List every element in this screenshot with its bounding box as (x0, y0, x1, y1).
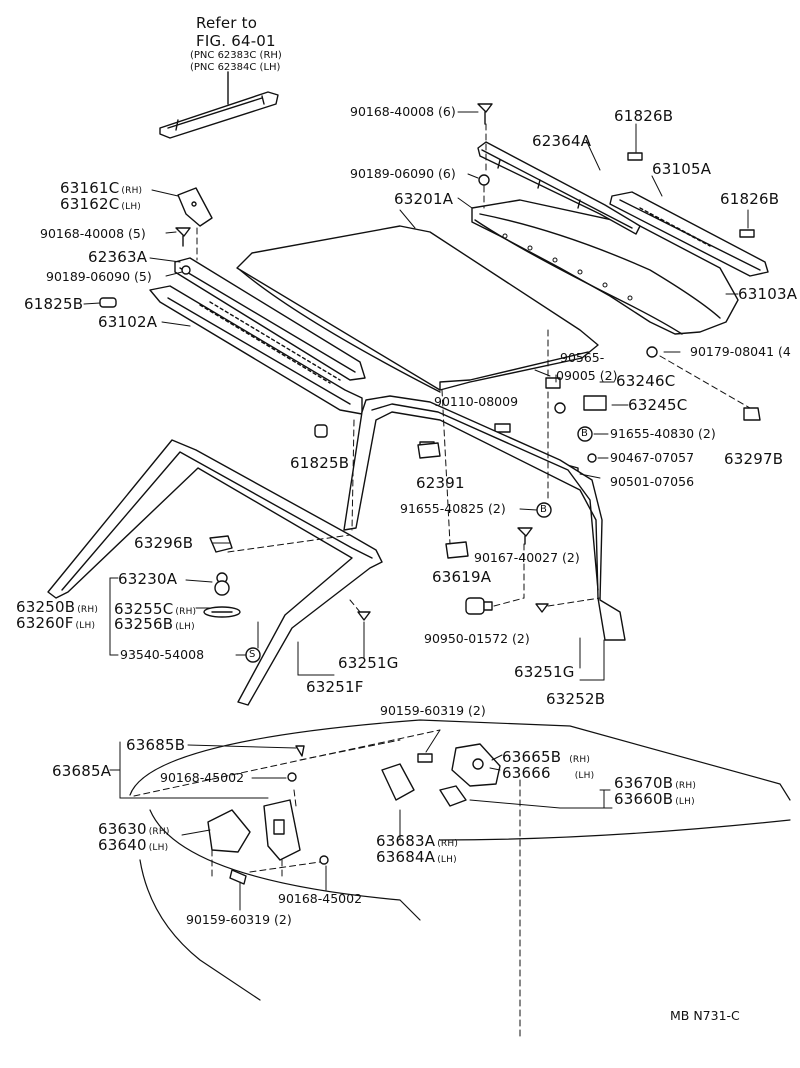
label-90168-40008-6: 90168-40008 (6) (350, 104, 456, 119)
refer-line-4: (PNC 62384C (LH) (190, 62, 281, 73)
label-63670B: 63670B(RH) (614, 774, 697, 792)
label-63246C: 63246C (616, 372, 676, 390)
label-61826B-a: 61826B (614, 107, 674, 125)
label-90565-line2: 09005 (2) (556, 368, 618, 383)
tag-lh: (LH) (574, 771, 595, 781)
label-90189-06090-6: 90189-06090 (6) (350, 166, 456, 181)
label-63666: 63666(LH) (502, 764, 595, 782)
label-62364A: 62364A (532, 132, 592, 150)
refer-line-3: (PNC 62383C (RH) (190, 50, 282, 61)
diagram-code: MB N731-C (670, 1008, 740, 1023)
tag-rh: (RH) (675, 781, 697, 791)
label-91655-40825: 91655-40825 (2) (400, 501, 506, 516)
label-63260F: 63260F(LH) (16, 614, 96, 632)
label-63102A: 63102A (98, 313, 158, 331)
label-62363A: 62363A (88, 248, 148, 266)
refer-line-2: FIG. 64-01 (196, 32, 276, 50)
pad-63619A (445, 541, 469, 559)
label-90565-line1: 90565- (560, 350, 605, 365)
label-63250B: 63250B(RH) (16, 598, 99, 616)
label-90159-60319-a: 90159-60319 (2) (380, 703, 486, 718)
tag-rh: (RH) (121, 186, 143, 196)
label-63251G-a: 63251G (338, 654, 399, 672)
tag-rh: (RH) (437, 839, 459, 849)
label-61825B-b: 61825B (290, 454, 350, 472)
label-90159-60319-b: 90159-60319 (2) (186, 912, 292, 927)
label-63245C: 63245C (628, 396, 688, 414)
label-63630: 63630(RH) (98, 820, 170, 838)
label-90110-08009: 90110-08009 (434, 394, 519, 409)
tag-lh: (LH) (75, 621, 96, 631)
front-rail-62363A (149, 257, 366, 415)
label-63640: 63640(LH) (98, 836, 169, 854)
label-91655-40830: 91655-40830 (2) (610, 426, 716, 441)
label-63252B: 63252B (546, 690, 606, 708)
label-63296B: 63296B (134, 534, 194, 552)
label-90168-40008-5: 90168-40008 (5) (40, 226, 146, 241)
tag-lh: (LH) (437, 855, 457, 865)
label-63297B: 63297B (724, 450, 784, 468)
roof-panel-63201A (236, 225, 599, 393)
label-63230A: 63230A (118, 570, 178, 588)
label-63201A: 63201A (394, 190, 454, 208)
side-rail-right-63252B (343, 395, 626, 641)
pad-61826B-b (739, 229, 755, 238)
label-63665B: 63665B(RH) (502, 748, 591, 766)
label-63685A: 63685A (52, 762, 112, 780)
label-63683A: 63683A(RH) (376, 832, 459, 850)
tag-rh: (RH) (148, 827, 170, 837)
label-90189-06090-5: 90189-06090 (5) (46, 269, 152, 284)
label-90179-08041: 90179-08041 (4 (690, 344, 791, 359)
tag-rh: (RH) (175, 607, 197, 617)
label-63161C: 63161C(RH) (60, 179, 143, 197)
label-63162C: 63162C(LH) (60, 195, 142, 213)
label-63256B: 63256B(LH) (114, 615, 195, 633)
pad-62391 (417, 442, 441, 459)
pad-61826B-a (627, 152, 643, 161)
label-90501-07056: 90501-07056 (610, 474, 695, 489)
tag-lh: (LH) (675, 797, 695, 807)
label-93540-54008: 93540-54008 (120, 647, 205, 662)
label-63685B: 63685B (126, 736, 186, 754)
bracket-ref-part (159, 71, 279, 139)
dashed-lines (133, 123, 751, 1041)
marker-s-text: S (249, 649, 256, 660)
tag-lh: (LH) (175, 622, 195, 632)
label-61826B-b: 61826B (720, 190, 780, 208)
tag-lh: (LH) (148, 843, 169, 853)
rear-rail-63105A (609, 191, 769, 277)
label-63251G-b: 63251G (514, 663, 575, 681)
label-62391: 62391 (416, 474, 465, 492)
retainer-parts (203, 535, 241, 618)
label-90167-40027: 90167-40027 (2) (474, 550, 580, 565)
label-90168-45002-b: 90168-45002 (278, 891, 363, 906)
tag-rh: (RH) (77, 605, 99, 615)
label-63660B: 63660B(LH) (614, 790, 695, 808)
rear-rail-62364A (477, 141, 641, 235)
marker-b-1 (577, 426, 593, 442)
label-61825B-a: 61825B (24, 295, 84, 313)
label-90950-01572: 90950-01572 (2) (424, 631, 530, 646)
leader-lines (83, 111, 749, 911)
label-63105A: 63105A (652, 160, 712, 178)
side-rail-left-63250B (47, 439, 383, 706)
label-63103A: 63103A (738, 285, 798, 303)
tag-rh: (RH) (569, 755, 591, 765)
marker-b-1-text: B (581, 428, 588, 439)
label-63619A: 63619A (432, 568, 492, 586)
refer-line-1: Refer to (196, 14, 258, 32)
bracket-63161C (177, 187, 213, 227)
label-90168-45002-a: 90168-45002 (160, 770, 245, 785)
lock-assembly (129, 719, 791, 1001)
marker-b-2-text: B (540, 504, 547, 515)
label-63255C: 63255C(RH) (114, 600, 197, 618)
label-63251F: 63251F (306, 678, 364, 696)
label-63684A: 63684A(LH) (376, 848, 457, 866)
rear-header-63103A (471, 199, 739, 335)
label-90467-07057: 90467-07057 (610, 450, 695, 465)
tag-lh: (LH) (121, 202, 142, 212)
